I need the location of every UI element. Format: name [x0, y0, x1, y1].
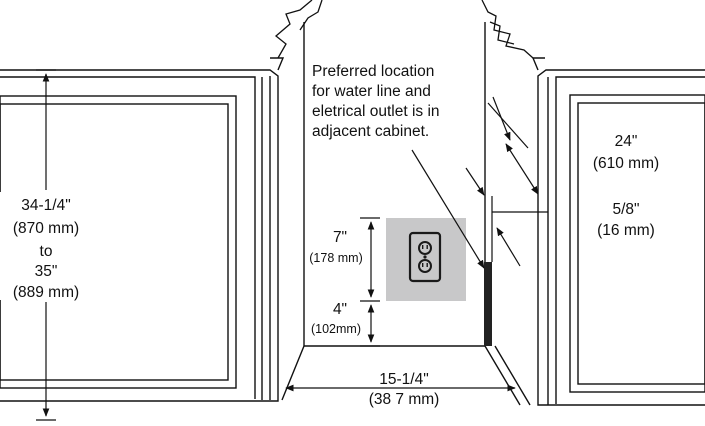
opening-width-mm: (38 7 mm) [369, 391, 440, 408]
opening-width-value: 15-1/4" [379, 371, 428, 388]
left-cabinet [0, 57, 285, 402]
torn-wall-edge [274, 0, 534, 59]
note-text: Preferred location for water line and el… [312, 63, 440, 140]
note-line-2: for water line and [312, 83, 431, 100]
height-max-mm: (889 mm) [13, 284, 79, 301]
outlet-offset-value: 4" [333, 301, 347, 318]
note-line-3: eletrical outlet is in [312, 103, 440, 120]
outlet-offset-label: 4" (102mm) [311, 301, 361, 336]
cabinet-height-label: 34-1/4" (870 mm) to 35" (889 mm) [0, 192, 94, 301]
opening-width-label: 15-1/4" (38 7 mm) [369, 371, 440, 408]
depth-value: 24" [615, 133, 638, 150]
thickness-mm: (16 mm) [597, 222, 655, 239]
outlet-height-value: 7" [333, 229, 347, 246]
outlet-offset-mm: (102mm) [311, 322, 361, 336]
duplex-outlet-icon [408, 231, 442, 283]
height-max: 35" [35, 263, 58, 280]
note-line-1: Preferred location [312, 63, 434, 80]
height-min-mm: (870 mm) [13, 220, 79, 237]
thickness-value: 5/8" [612, 201, 639, 218]
height-to: to [40, 243, 53, 260]
outlet-height-label: 7" (178 mm) [309, 229, 362, 265]
depth-label: 24" (610 mm) [593, 133, 659, 172]
outlet-height-mm: (178 mm) [309, 251, 362, 265]
depth-mm: (610 mm) [593, 155, 659, 172]
dimension-lines [36, 69, 548, 421]
outlet-area [386, 218, 466, 301]
side-panel-edge [484, 262, 492, 346]
thickness-label: 5/8" (16 mm) [597, 201, 655, 239]
height-min: 34-1/4" [21, 197, 70, 214]
note-line-4: adjacent cabinet. [312, 123, 429, 140]
